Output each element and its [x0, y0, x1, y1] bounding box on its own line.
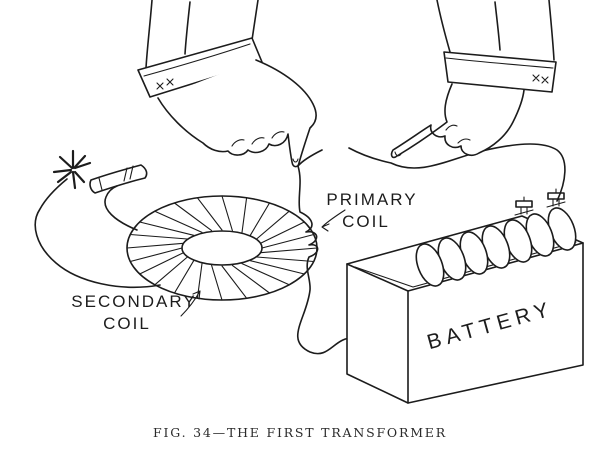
- secondary-coil-label-line2: COIL: [103, 314, 151, 333]
- primary-coil-label-line2: COIL: [342, 212, 390, 231]
- wires: [34, 149, 403, 355]
- left-hand-knuckles: [231, 131, 299, 163]
- right-hand: [390, 0, 557, 159]
- coil-winding-ribs: [126, 195, 318, 301]
- right-cuff-buttons: [532, 74, 549, 84]
- labels: PRIMARY COIL SECONDARY COIL: [71, 190, 417, 333]
- right-cuff: [443, 51, 557, 93]
- right-sleeve: [436, 0, 555, 61]
- left-cuff-fold: [143, 43, 251, 77]
- battery-terminals: [514, 188, 566, 216]
- spark-burst-icon: [52, 149, 92, 190]
- spark-rod: [89, 164, 148, 194]
- battery-terminal-cap: [547, 192, 565, 200]
- primary-coil-label-line1: PRIMARY: [326, 190, 417, 209]
- left-hand-outline: [157, 59, 317, 168]
- right-hand-outline: [390, 83, 525, 159]
- secondary-coil-arrow: [180, 290, 201, 317]
- spark-rod-wrap-lines: [98, 165, 134, 191]
- wire-primary: [297, 149, 403, 355]
- left-hand: [137, 0, 317, 168]
- right-cuff-fold: [445, 57, 554, 69]
- figure-caption: FIG. 34—THE FIRST TRANSFORMER: [153, 425, 447, 440]
- left-cuff-buttons: [156, 78, 174, 90]
- secondary-coil-label-line1: SECONDARY: [71, 292, 196, 311]
- battery-terminal-cap: [515, 200, 533, 208]
- wire-secondary-upper: [104, 185, 138, 231]
- coil-inner-hole: [181, 230, 263, 266]
- induction-coil: [126, 195, 318, 301]
- spark-gap: [52, 149, 148, 194]
- right-hand-knuckles: [394, 124, 471, 157]
- battery-cell: [415, 243, 445, 287]
- battery: BATTERY: [346, 188, 584, 404]
- wire-secondary-loop: [34, 178, 161, 288]
- primary-coil-arrow: [321, 209, 346, 232]
- left-sleeve: [145, 0, 259, 69]
- battery-cells: [415, 207, 577, 287]
